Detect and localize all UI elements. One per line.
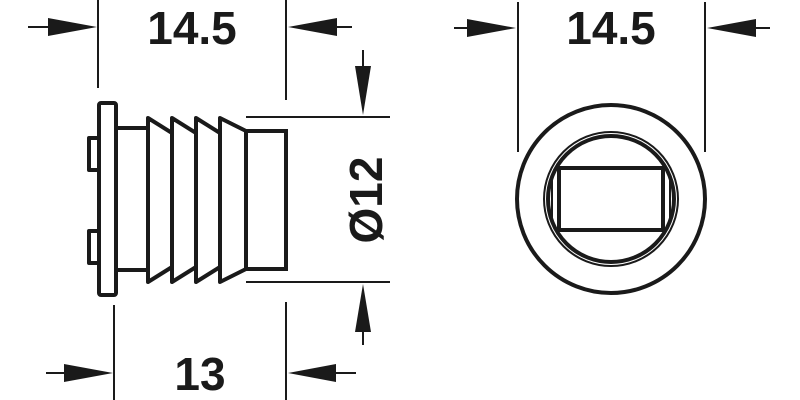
plug-side-outline xyxy=(87,101,288,297)
outer-flange-circle xyxy=(515,103,707,295)
arrow-down-icon xyxy=(355,66,371,115)
flange xyxy=(97,101,118,297)
arrow-up-icon xyxy=(355,284,371,332)
arrow-right-icon xyxy=(64,364,113,382)
inner-ring-outer xyxy=(543,131,679,267)
arrow-left-icon xyxy=(707,19,756,37)
dimension-label-body-length: 13 xyxy=(174,348,225,400)
nub-top xyxy=(87,136,101,172)
dimension-diameter: Ø12 xyxy=(246,50,392,345)
inner-ring-inner xyxy=(546,134,676,264)
plug-front-outline xyxy=(515,103,707,295)
arrow-right-icon xyxy=(467,19,516,37)
nub-bottom xyxy=(87,229,101,265)
side-view: 14.5 xyxy=(28,0,392,400)
dimension-outer-diameter: 14.5 xyxy=(454,2,770,152)
dimension-label-diameter: Ø12 xyxy=(340,157,392,244)
dimension-body-length: 13 xyxy=(46,302,356,400)
arrow-left-icon xyxy=(288,364,336,382)
dimension-overall-length: 14.5 xyxy=(28,0,352,100)
dimension-label-outer-diameter: 14.5 xyxy=(566,2,656,54)
rectangular-opening xyxy=(557,166,665,232)
arrow-left-icon xyxy=(288,18,337,36)
ribs-bottom xyxy=(146,265,286,284)
arrow-right-icon xyxy=(48,18,97,36)
dimension-label-overall-length: 14.5 xyxy=(147,2,237,54)
front-view: 14.5 xyxy=(454,2,770,295)
ribs-top xyxy=(146,116,286,135)
